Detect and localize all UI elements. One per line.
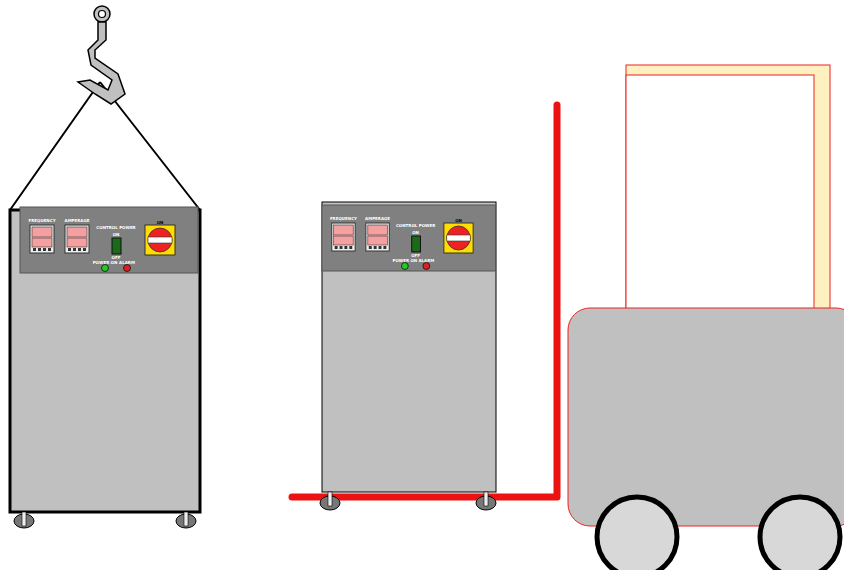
- meter-label: FREQUENCY: [330, 216, 357, 221]
- switch-label: OFF: [411, 253, 420, 258]
- switch-label: OFF: [112, 255, 121, 260]
- disconnect-label: ON: [455, 218, 462, 223]
- meter-label: AMPERAGE: [65, 218, 90, 223]
- disconnect-label: ON: [157, 220, 164, 225]
- meter-label: AMPERAGE: [365, 216, 390, 221]
- lamp-label: POWER ON: [393, 258, 418, 263]
- switch-label: ON: [113, 232, 120, 237]
- lamp-label: ALARM: [119, 260, 135, 265]
- meter-label: FREQUENCY: [28, 218, 55, 223]
- switch-label: ON: [412, 230, 419, 235]
- switch-label: CONTROL POWER: [396, 223, 435, 228]
- lamp-label: ALARM: [418, 258, 434, 263]
- switch-label: CONTROL POWER: [96, 225, 135, 230]
- lamp-label: POWER ON: [93, 260, 118, 265]
